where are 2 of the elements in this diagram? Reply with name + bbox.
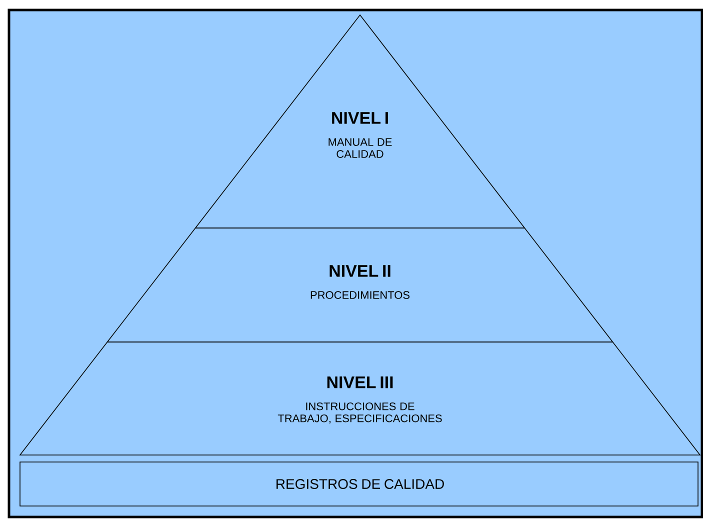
pyramid-level: NIVEL II PROCEDIMIENTOS [106, 228, 614, 342]
base-bar: REGISTROS DE CALIDAD [20, 462, 698, 506]
